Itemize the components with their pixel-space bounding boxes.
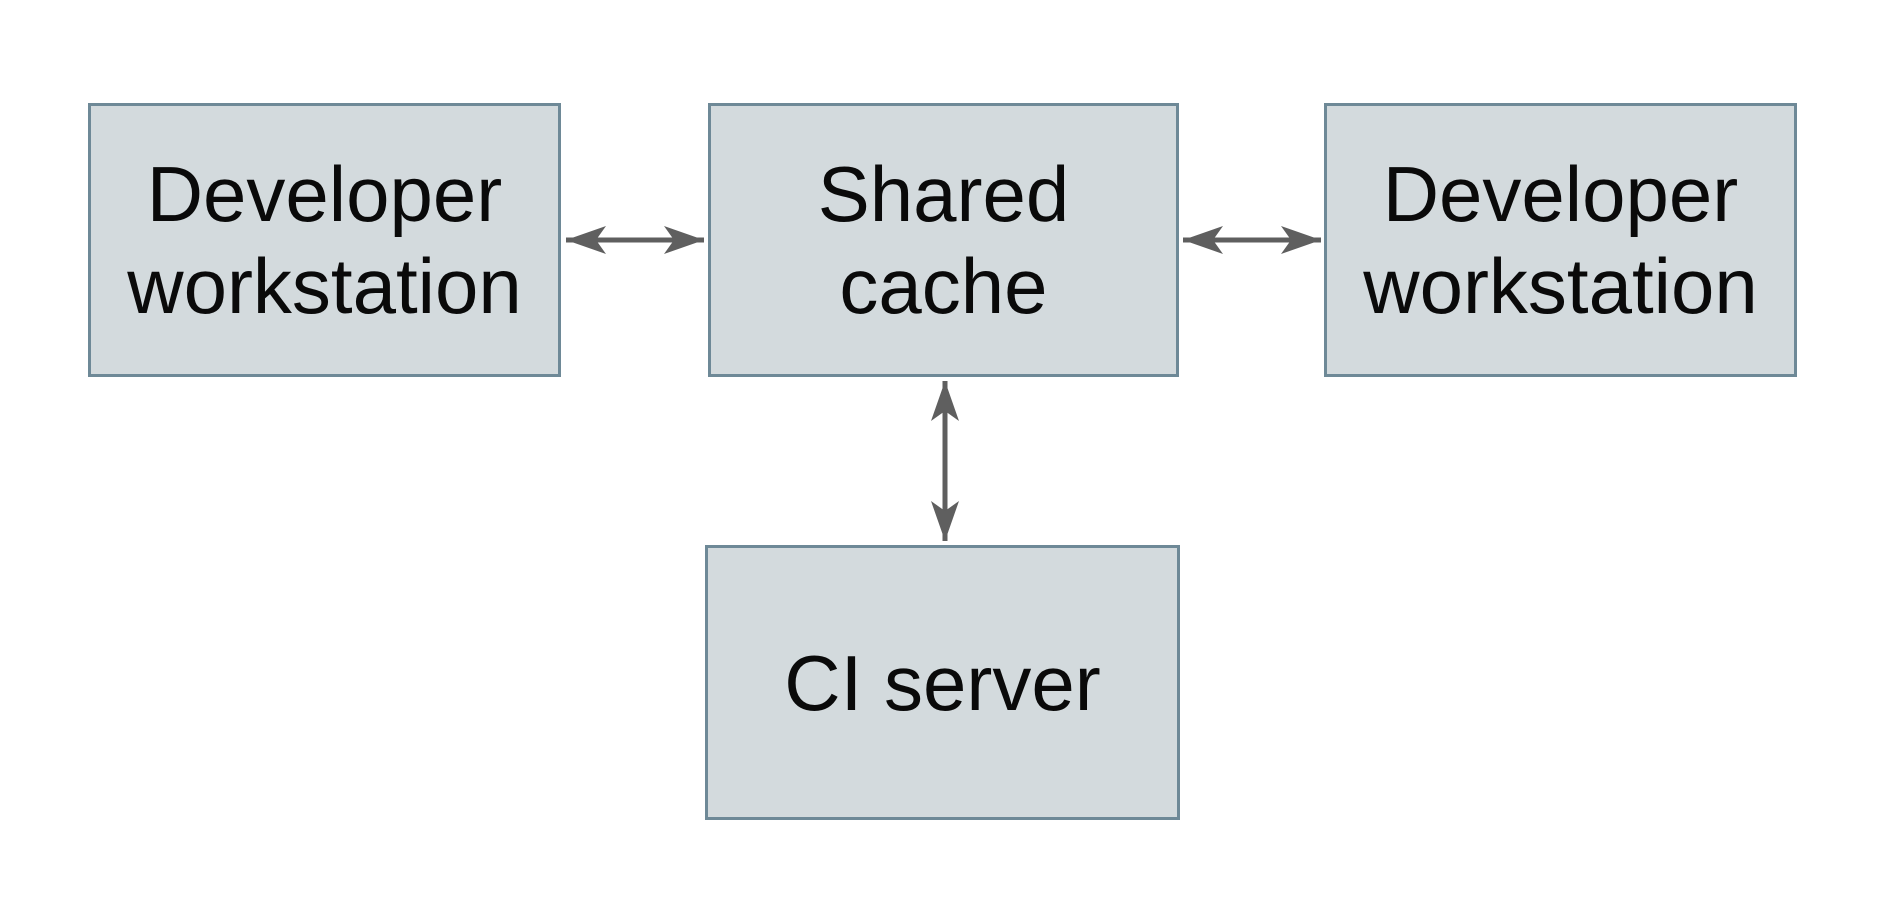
node-label-line: CI server: [784, 638, 1101, 727]
node-label-line: workstation: [127, 242, 522, 330]
node-label-line: Shared: [817, 150, 1070, 238]
node-label-line: Developer: [146, 150, 503, 238]
node-label-line: Developer: [1382, 150, 1739, 238]
node-developer-workstation-left: Developer workstation: [88, 103, 561, 377]
node-developer-workstation-right: Developer workstation: [1324, 103, 1797, 377]
node-ci-server: CI server: [705, 545, 1180, 820]
node-label-line: cache: [839, 242, 1048, 330]
node-label-line: workstation: [1363, 242, 1758, 330]
node-shared-cache: Shared cache: [708, 103, 1179, 377]
